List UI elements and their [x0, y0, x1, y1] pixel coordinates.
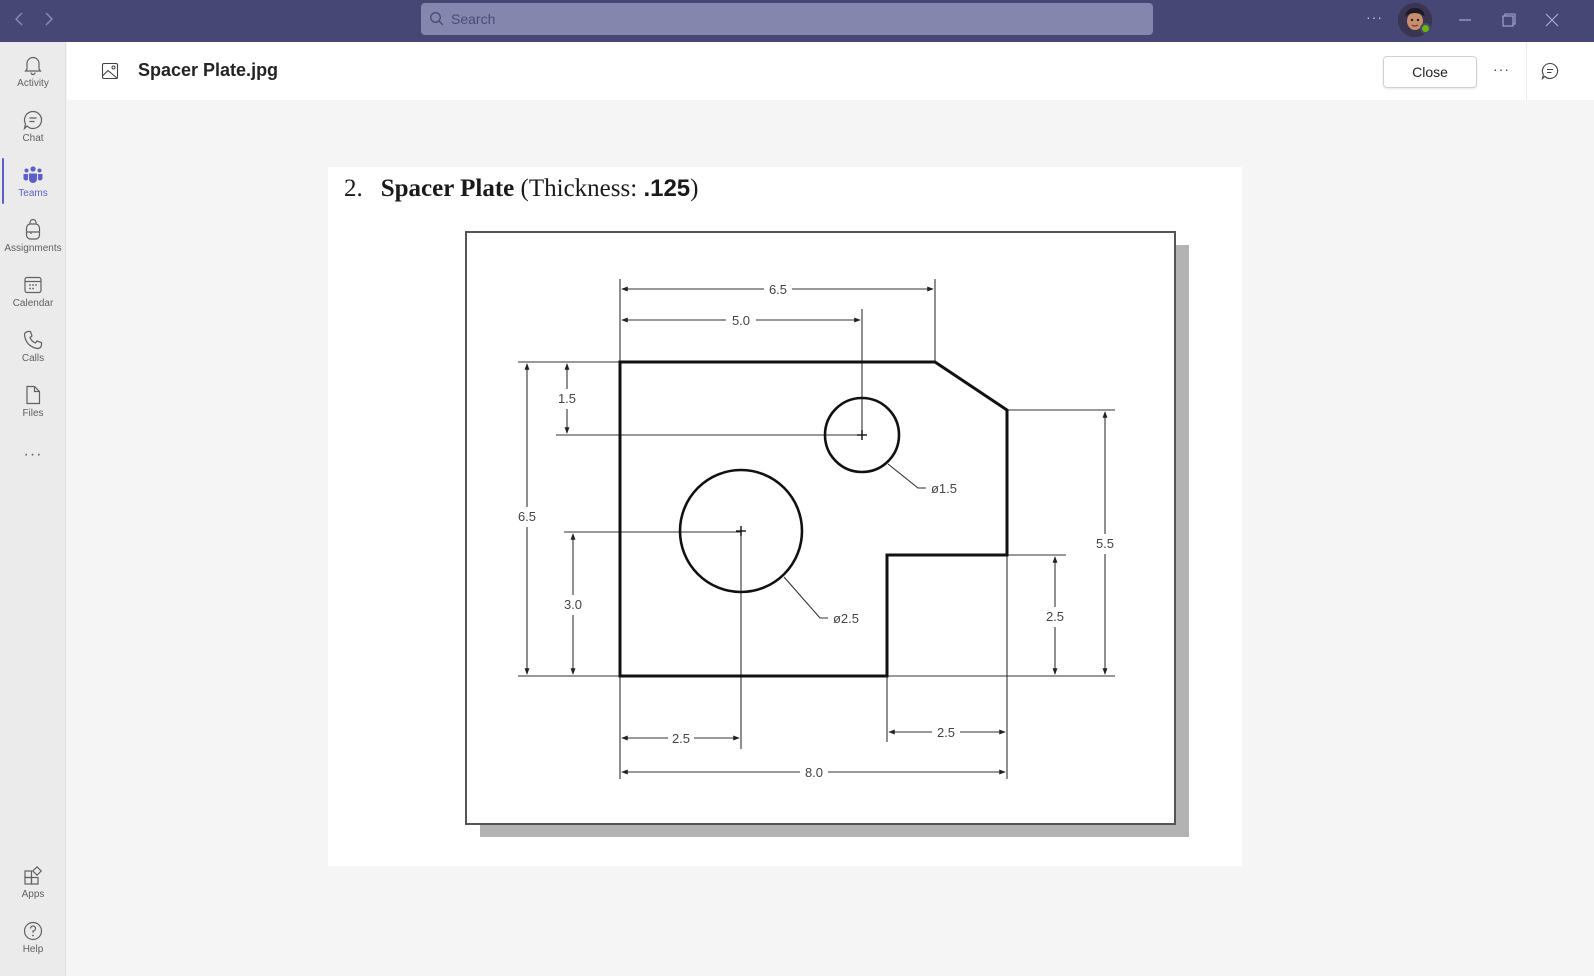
forward-button[interactable]	[36, 8, 60, 32]
close-button[interactable]: Close	[1383, 56, 1477, 88]
dim-large-hole-diameter: ø2.5	[833, 611, 859, 626]
backpack-icon	[25, 219, 41, 240]
file-icon	[26, 385, 41, 405]
dim-notch-height: 2.5	[1046, 609, 1064, 624]
calendar-icon	[24, 276, 42, 294]
page-title: Spacer Plate.jpg	[138, 60, 279, 80]
thickness-suffix: )	[690, 175, 699, 202]
chevron-left-icon	[15, 12, 23, 26]
rail-label: Calls	[21, 353, 45, 364]
file-viewer-header: Spacer Plate.jpg Close ···	[67, 42, 1594, 100]
settings-more-button[interactable]: ···	[1366, 9, 1383, 25]
rail-label: Apps	[21, 889, 45, 900]
conversation-icon[interactable]	[1541, 62, 1559, 80]
dim-small-hole-diameter: ø1.5	[931, 481, 957, 496]
chevron-right-icon	[45, 12, 53, 26]
rail-item-files[interactable]: Files	[0, 380, 66, 432]
close-icon	[1545, 13, 1559, 27]
dim-small-hole-from-top: 1.5	[558, 391, 576, 406]
apps-icon	[24, 865, 43, 885]
thickness-prefix: (Thickness:	[520, 175, 644, 202]
search-icon	[430, 12, 444, 26]
minimize-icon	[1459, 19, 1471, 21]
active-indicator	[2, 158, 4, 204]
bell-icon	[24, 56, 42, 76]
dim-top-overall: 6.5	[769, 282, 787, 297]
close-window-button[interactable]	[1537, 6, 1567, 34]
rail-label: Help	[22, 944, 44, 955]
app-rail: Activity Chat Teams Assignments Calendar…	[0, 42, 66, 976]
restore-icon	[1502, 13, 1516, 27]
teams-icon	[23, 166, 43, 183]
minimize-button[interactable]	[1450, 6, 1480, 34]
rail-label: Activity	[17, 78, 49, 89]
rail-item-teams[interactable]: Teams	[0, 160, 66, 212]
image-viewer: 2. Spacer Plate (Thickness: .125)	[67, 100, 1594, 976]
divider	[1526, 42, 1527, 100]
technical-drawing: 6.5 5.0 1.5 6.5 3.0 ø1.5 ø2.5 5.5 2.5 2.…	[465, 231, 1189, 837]
search-box[interactable]	[421, 3, 1153, 35]
phone-icon	[23, 330, 43, 350]
search-input[interactable]	[451, 11, 1131, 27]
rail-item-apps[interactable]: Apps	[0, 861, 66, 913]
rail-item-calls[interactable]: Calls	[0, 325, 66, 377]
dim-left-height: 6.5	[518, 509, 536, 524]
rail-label: Files	[22, 408, 44, 419]
more-options-button[interactable]: ···	[1493, 61, 1510, 77]
image-file-icon	[101, 62, 119, 80]
document-image: 2. Spacer Plate (Thickness: .125)	[328, 167, 1242, 866]
rail-label: Calendar	[12, 298, 54, 309]
chat-icon	[23, 110, 43, 131]
rail-item-activity[interactable]: Activity	[0, 50, 66, 102]
dim-top-to-small-hole: 5.0	[732, 313, 750, 328]
rail-item-calendar[interactable]: Calendar	[0, 270, 66, 322]
rail-label: Assignments	[4, 243, 62, 254]
dim-large-hole-from-left: 2.5	[672, 731, 690, 746]
problem-number: 2.	[344, 175, 363, 202]
rail-item-assignments[interactable]: Assignments	[0, 215, 66, 267]
dim-notch-width: 2.5	[937, 725, 955, 740]
dim-right-height: 5.5	[1096, 536, 1114, 551]
back-button[interactable]	[8, 8, 32, 32]
dim-bottom-overall: 8.0	[805, 765, 823, 780]
drawing-heading: 2. Spacer Plate (Thickness: .125)	[344, 175, 698, 203]
help-icon	[23, 921, 43, 941]
more-apps-button[interactable]: ···	[23, 446, 43, 463]
rail-item-help[interactable]: Help	[0, 916, 66, 968]
rail-label: Teams	[18, 188, 48, 199]
thickness-value: .125	[643, 175, 691, 202]
rail-label: Chat	[22, 133, 44, 144]
part-name: Spacer Plate	[380, 175, 515, 202]
dim-large-hole-from-bottom: 3.0	[564, 597, 582, 612]
restore-button[interactable]	[1494, 6, 1524, 34]
rail-item-chat[interactable]: Chat	[0, 105, 66, 157]
title-bar: ···	[0, 0, 1594, 42]
presence-status-icon	[1420, 23, 1431, 34]
